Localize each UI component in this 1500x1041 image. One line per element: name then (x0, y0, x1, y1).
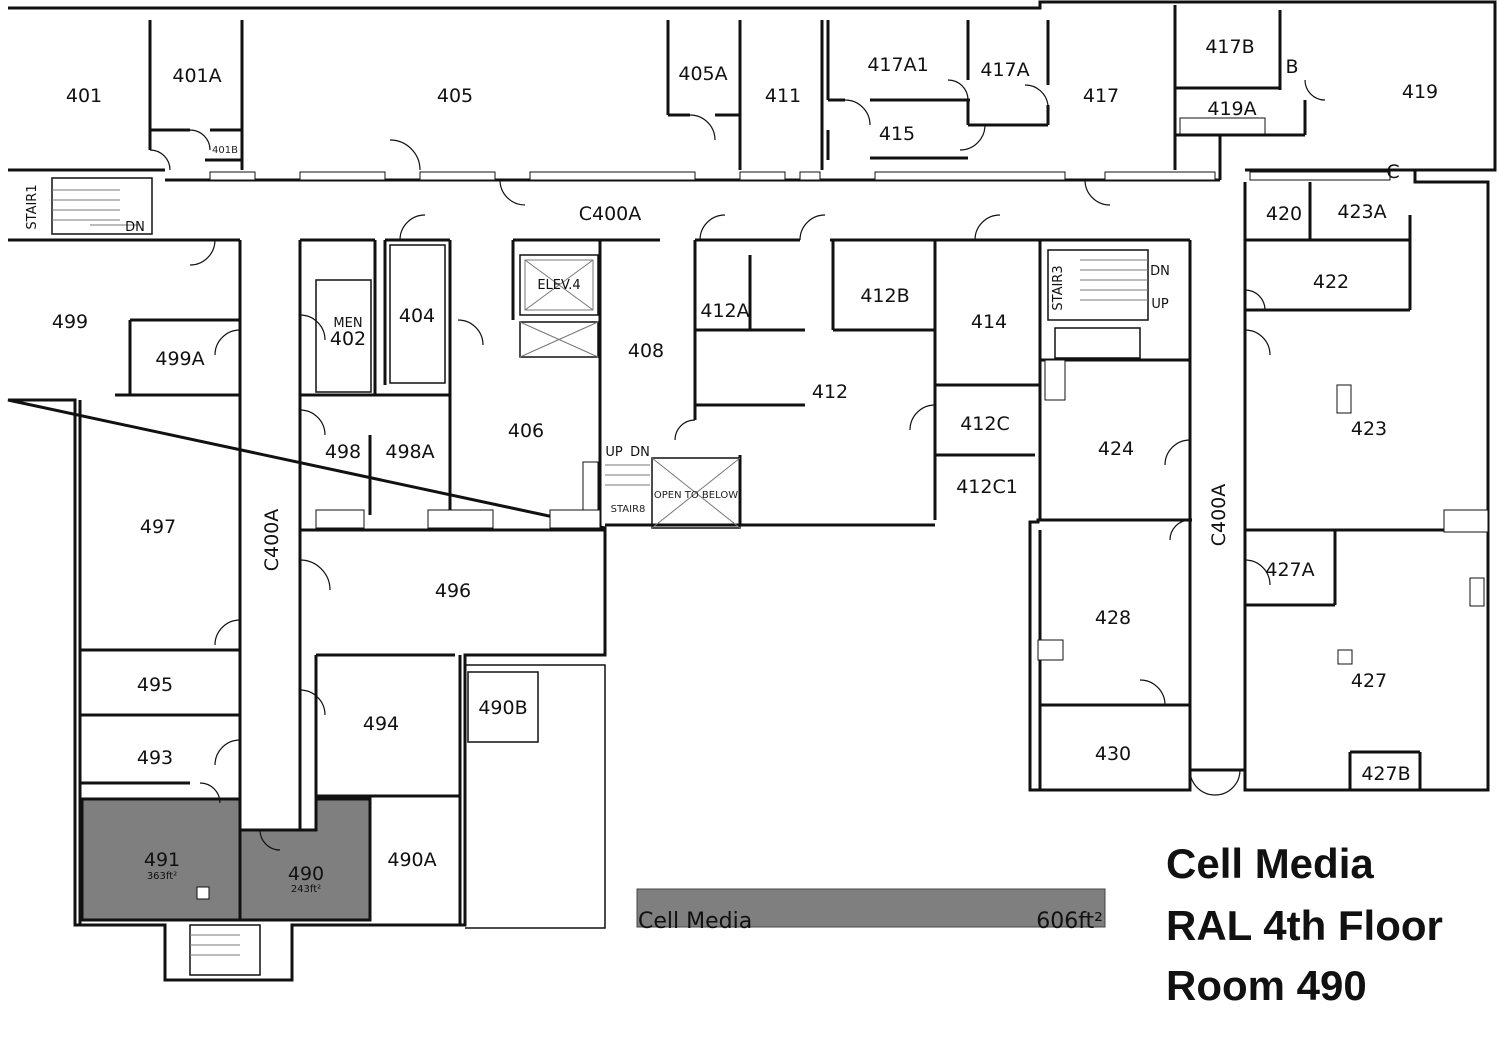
doors (149, 79, 1326, 851)
room-401B[interactable]: 401B (212, 145, 238, 156)
room-417[interactable]: 417 (1083, 85, 1119, 107)
room-417B[interactable]: 417B (1205, 36, 1254, 58)
room-405A[interactable]: 405A (678, 63, 727, 85)
room-424[interactable]: 424 (1098, 438, 1134, 460)
room-C[interactable]: C (1386, 161, 1399, 183)
open-to-below (605, 457, 741, 529)
room-494[interactable]: 494 (363, 713, 399, 735)
room-411[interactable]: 411 (765, 85, 801, 107)
elevator-4-label: ELEV.4 (537, 278, 580, 293)
room-423A[interactable]: 423A (1337, 201, 1386, 223)
up-8-label: UP (605, 445, 623, 460)
room-490-highlight[interactable] (238, 797, 372, 922)
room-490[interactable]: 490 (288, 863, 324, 885)
center-walls (165, 238, 1192, 830)
stair-3-label: STAIR3 (1051, 265, 1066, 310)
room-495[interactable]: 495 (137, 674, 173, 696)
top-windows (209, 171, 1391, 181)
room-490B[interactable]: 490B (478, 697, 527, 719)
title-line-1: Cell Media (1166, 840, 1374, 887)
room-499[interactable]: 499 (52, 311, 88, 333)
room-401[interactable]: 401 (66, 85, 102, 107)
shafts (196, 117, 1489, 900)
stair-3 (1047, 249, 1149, 359)
corridor-c400a-right[interactable]: C400A (1208, 484, 1230, 547)
room-B[interactable]: B (1285, 56, 1298, 78)
room-412A[interactable]: 412A (700, 300, 749, 322)
room-408[interactable]: 408 (628, 340, 664, 362)
room-417A1[interactable]: 417A1 (867, 54, 928, 76)
left-wing-walls (78, 318, 240, 925)
title-line-3: Room 490 (1166, 962, 1367, 1009)
room-417A[interactable]: 417A (980, 59, 1029, 81)
room-490A[interactable]: 490A (387, 849, 436, 871)
room-402[interactable]: 402 (330, 328, 366, 350)
room-427A[interactable]: 427A (1265, 559, 1314, 581)
dn-3-label: DN (1150, 264, 1170, 279)
stair-1 (51, 177, 153, 235)
room-490B-box (467, 671, 539, 743)
room-419A[interactable]: 419A (1207, 98, 1256, 120)
stair-south (189, 924, 261, 976)
men-restroom (315, 244, 446, 393)
open-to-below-label: OPEN TO BELOW (654, 490, 738, 501)
room-491-area: 363ft² (147, 871, 177, 882)
room-498A[interactable]: 498A (385, 441, 434, 463)
room-423[interactable]: 423 (1351, 418, 1387, 440)
corridor-c400a-top[interactable]: C400A (579, 203, 642, 225)
stair-1-label: STAIR1 (25, 184, 40, 229)
room-427[interactable]: 427 (1351, 670, 1387, 692)
room-427B[interactable]: 427B (1361, 763, 1410, 785)
legend-area: 606ft² (1036, 909, 1103, 934)
room-404[interactable]: 404 (399, 305, 435, 327)
room-412C[interactable]: 412C (960, 413, 1010, 435)
up-3-label: UP (1151, 297, 1169, 312)
room-428[interactable]: 428 (1095, 607, 1131, 629)
legend-swatch (636, 888, 1106, 928)
room-412C1[interactable]: 412C1 (956, 476, 1018, 498)
room-406[interactable]: 406 (508, 420, 544, 442)
right-wing-walls (1038, 182, 1488, 790)
room-499A[interactable]: 499A (155, 348, 204, 370)
outer-wall-2 (464, 664, 606, 929)
room-420[interactable]: 420 (1266, 203, 1302, 225)
title-line-2: RAL 4th Floor (1166, 902, 1443, 949)
lower-walls (240, 653, 462, 925)
room-419[interactable]: 419 (1402, 81, 1438, 103)
room-497[interactable]: 497 (140, 516, 176, 538)
stair-8-label: STAIR8 (611, 504, 646, 515)
room-415[interactable]: 415 (879, 123, 915, 145)
room-412[interactable]: 412 (812, 381, 848, 403)
room-490-area: 243ft² (291, 884, 321, 895)
room-414[interactable]: 414 (971, 311, 1007, 333)
room-430[interactable]: 430 (1095, 743, 1131, 765)
room-labels: 401 401A 401B 405 405A 411 417A1 417A 41… (25, 36, 1438, 895)
room-422[interactable]: 422 (1313, 271, 1349, 293)
room-493[interactable]: 493 (137, 747, 173, 769)
corridor-c400a-left[interactable]: C400A (261, 509, 283, 572)
legend-name: Cell Media (638, 909, 752, 934)
room-491[interactable]: 491 (144, 849, 180, 871)
room-401A[interactable]: 401A (172, 65, 221, 87)
room-498[interactable]: 498 (325, 441, 361, 463)
outer-wall (7, 0, 1497, 982)
men-label: MEN (333, 316, 362, 331)
dn-1-label: DN (125, 220, 145, 235)
dn-8-label: DN (630, 445, 650, 460)
room-496[interactable]: 496 (435, 580, 471, 602)
elevator-4 (519, 254, 599, 358)
room-405[interactable]: 405 (437, 85, 473, 107)
room-412B[interactable]: 412B (860, 285, 909, 307)
